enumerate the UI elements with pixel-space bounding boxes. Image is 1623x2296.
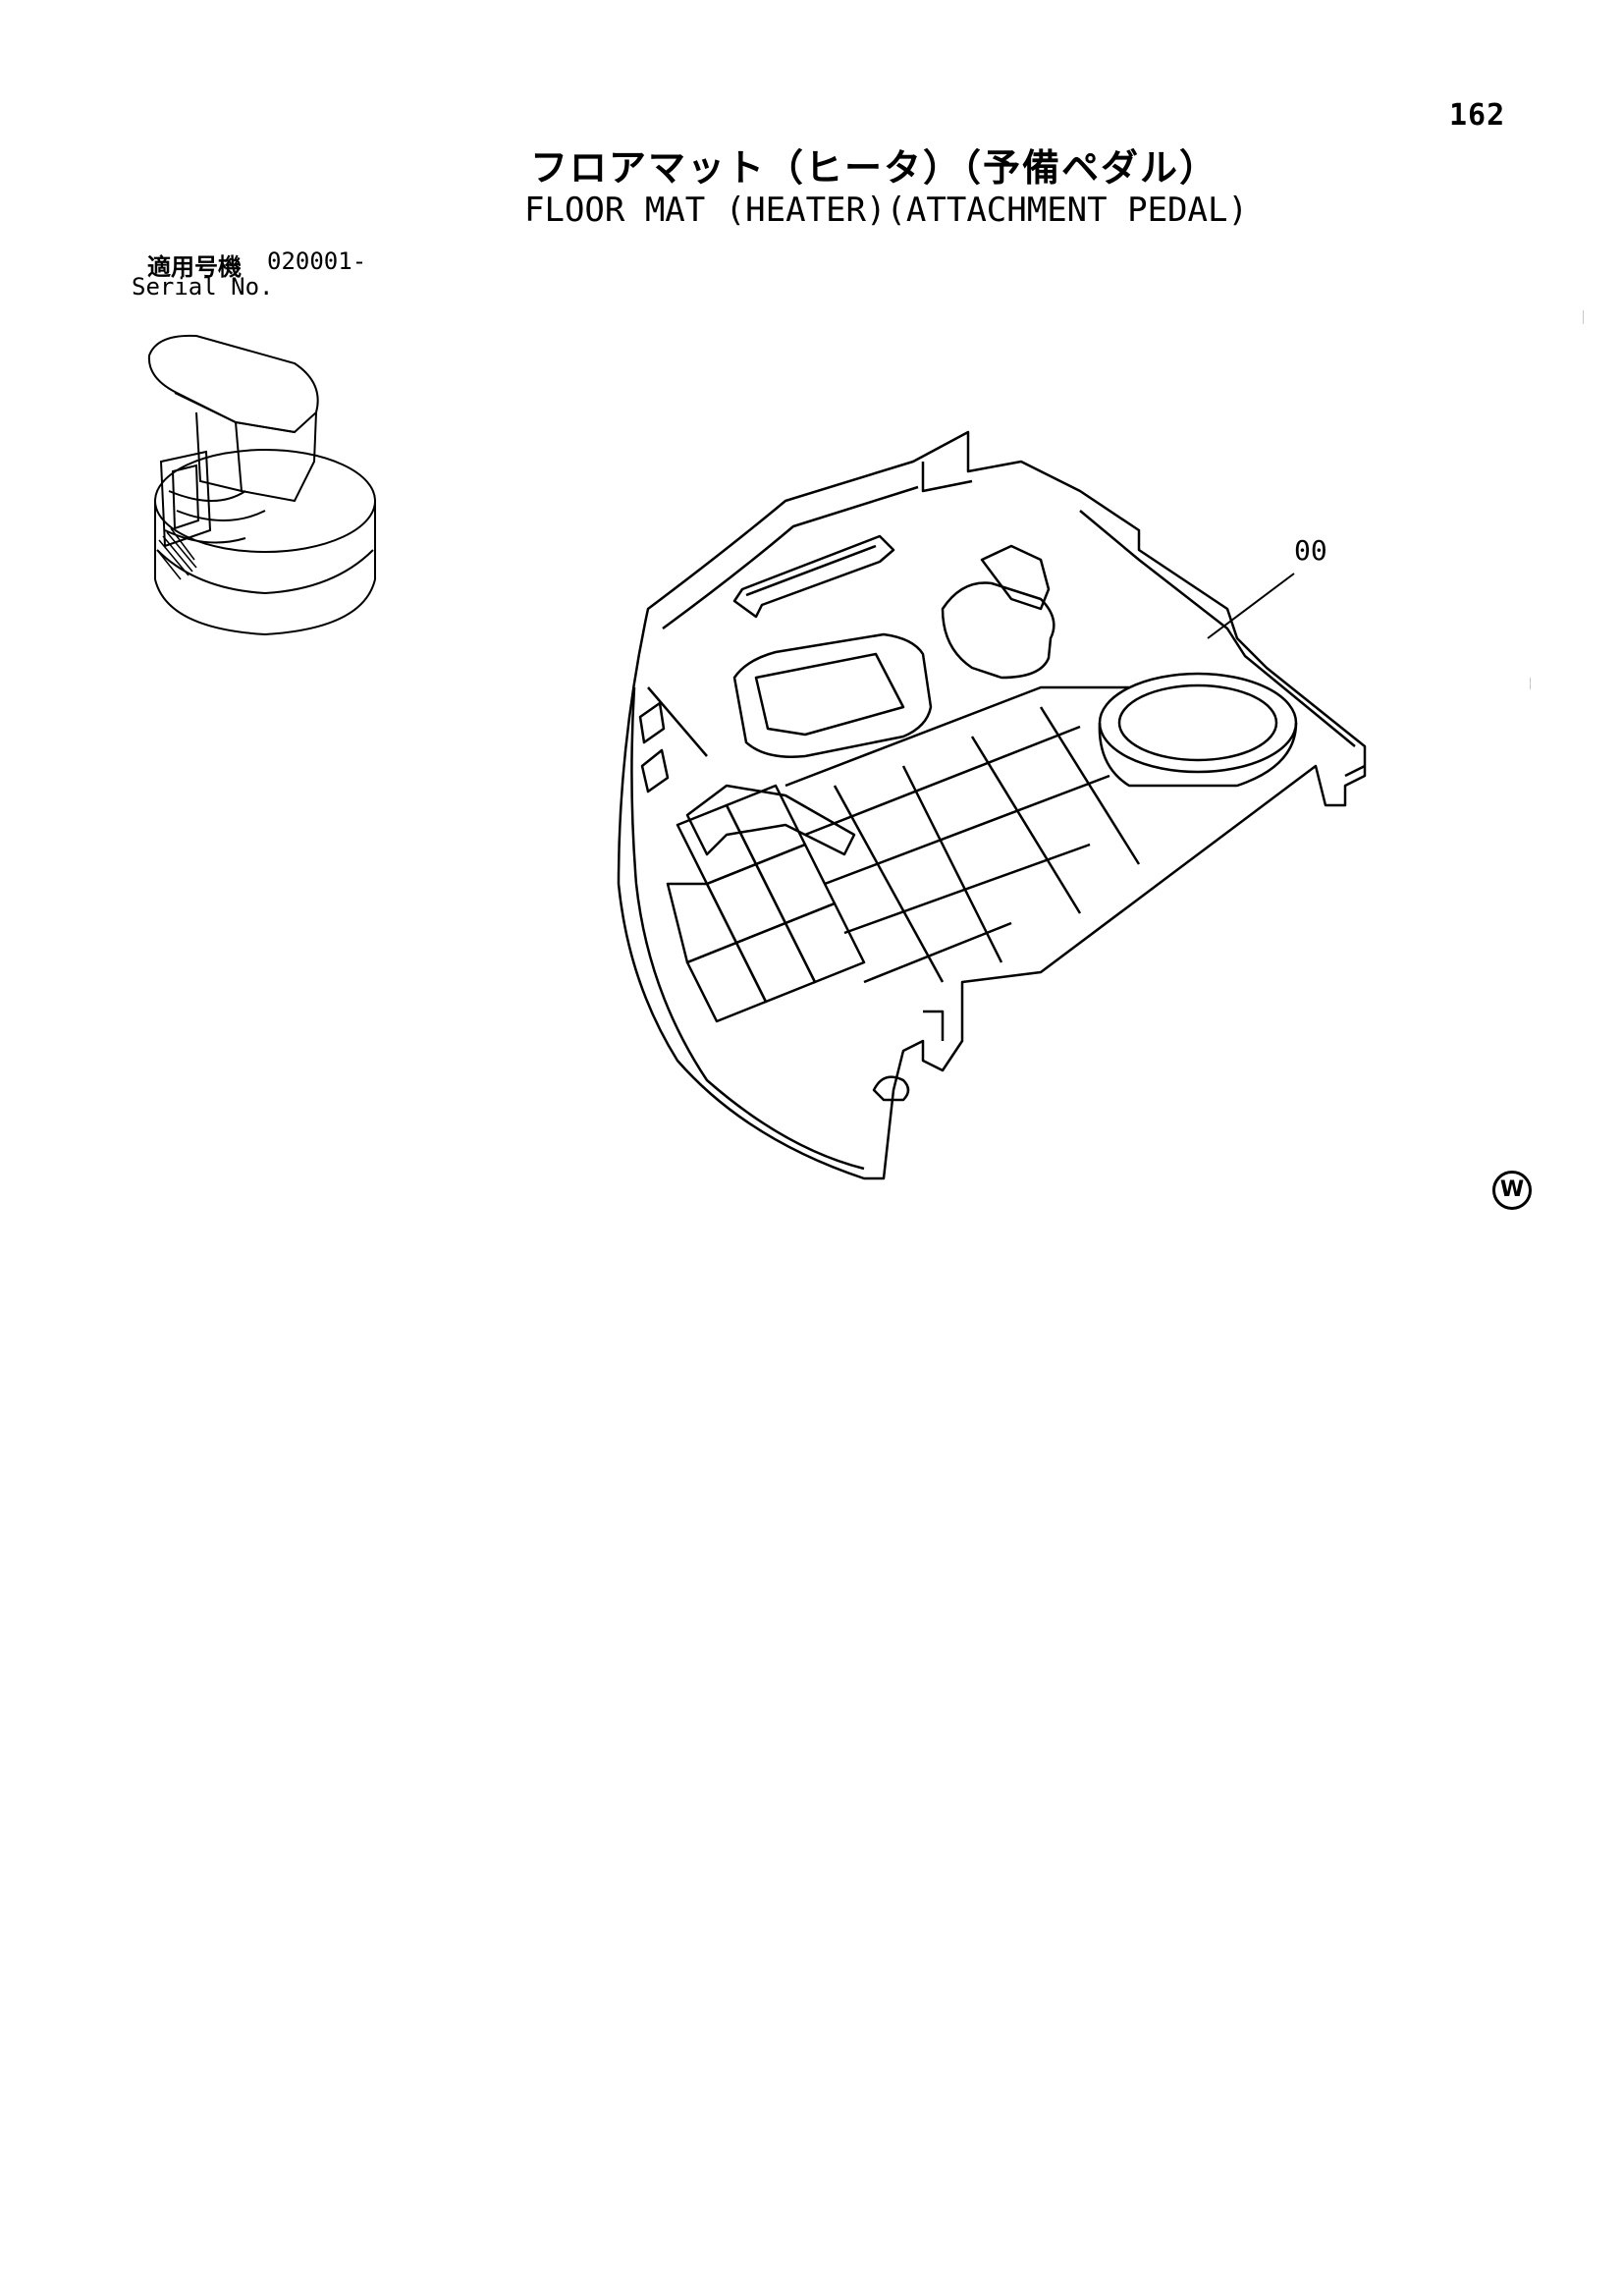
serial-number-value: 020001-	[267, 247, 367, 275]
margin-tick	[1530, 678, 1531, 689]
serial-label-english: Serial No.	[132, 273, 274, 301]
part-callout-label: 00	[1294, 534, 1327, 567]
page-title-japanese: フロアマット（ヒータ）（予備ペダル）	[530, 146, 1219, 190]
serial-label-japanese: 適用号機	[147, 253, 242, 281]
page-number: 162	[1449, 98, 1506, 133]
margin-tick	[1583, 310, 1584, 324]
callout-leader-line	[1207, 573, 1295, 639]
page-title-english: FLOOR MAT (HEATER)(ATTACHMENT PEDAL)	[524, 191, 1248, 230]
w-mark-symbol: W	[1492, 1171, 1532, 1210]
